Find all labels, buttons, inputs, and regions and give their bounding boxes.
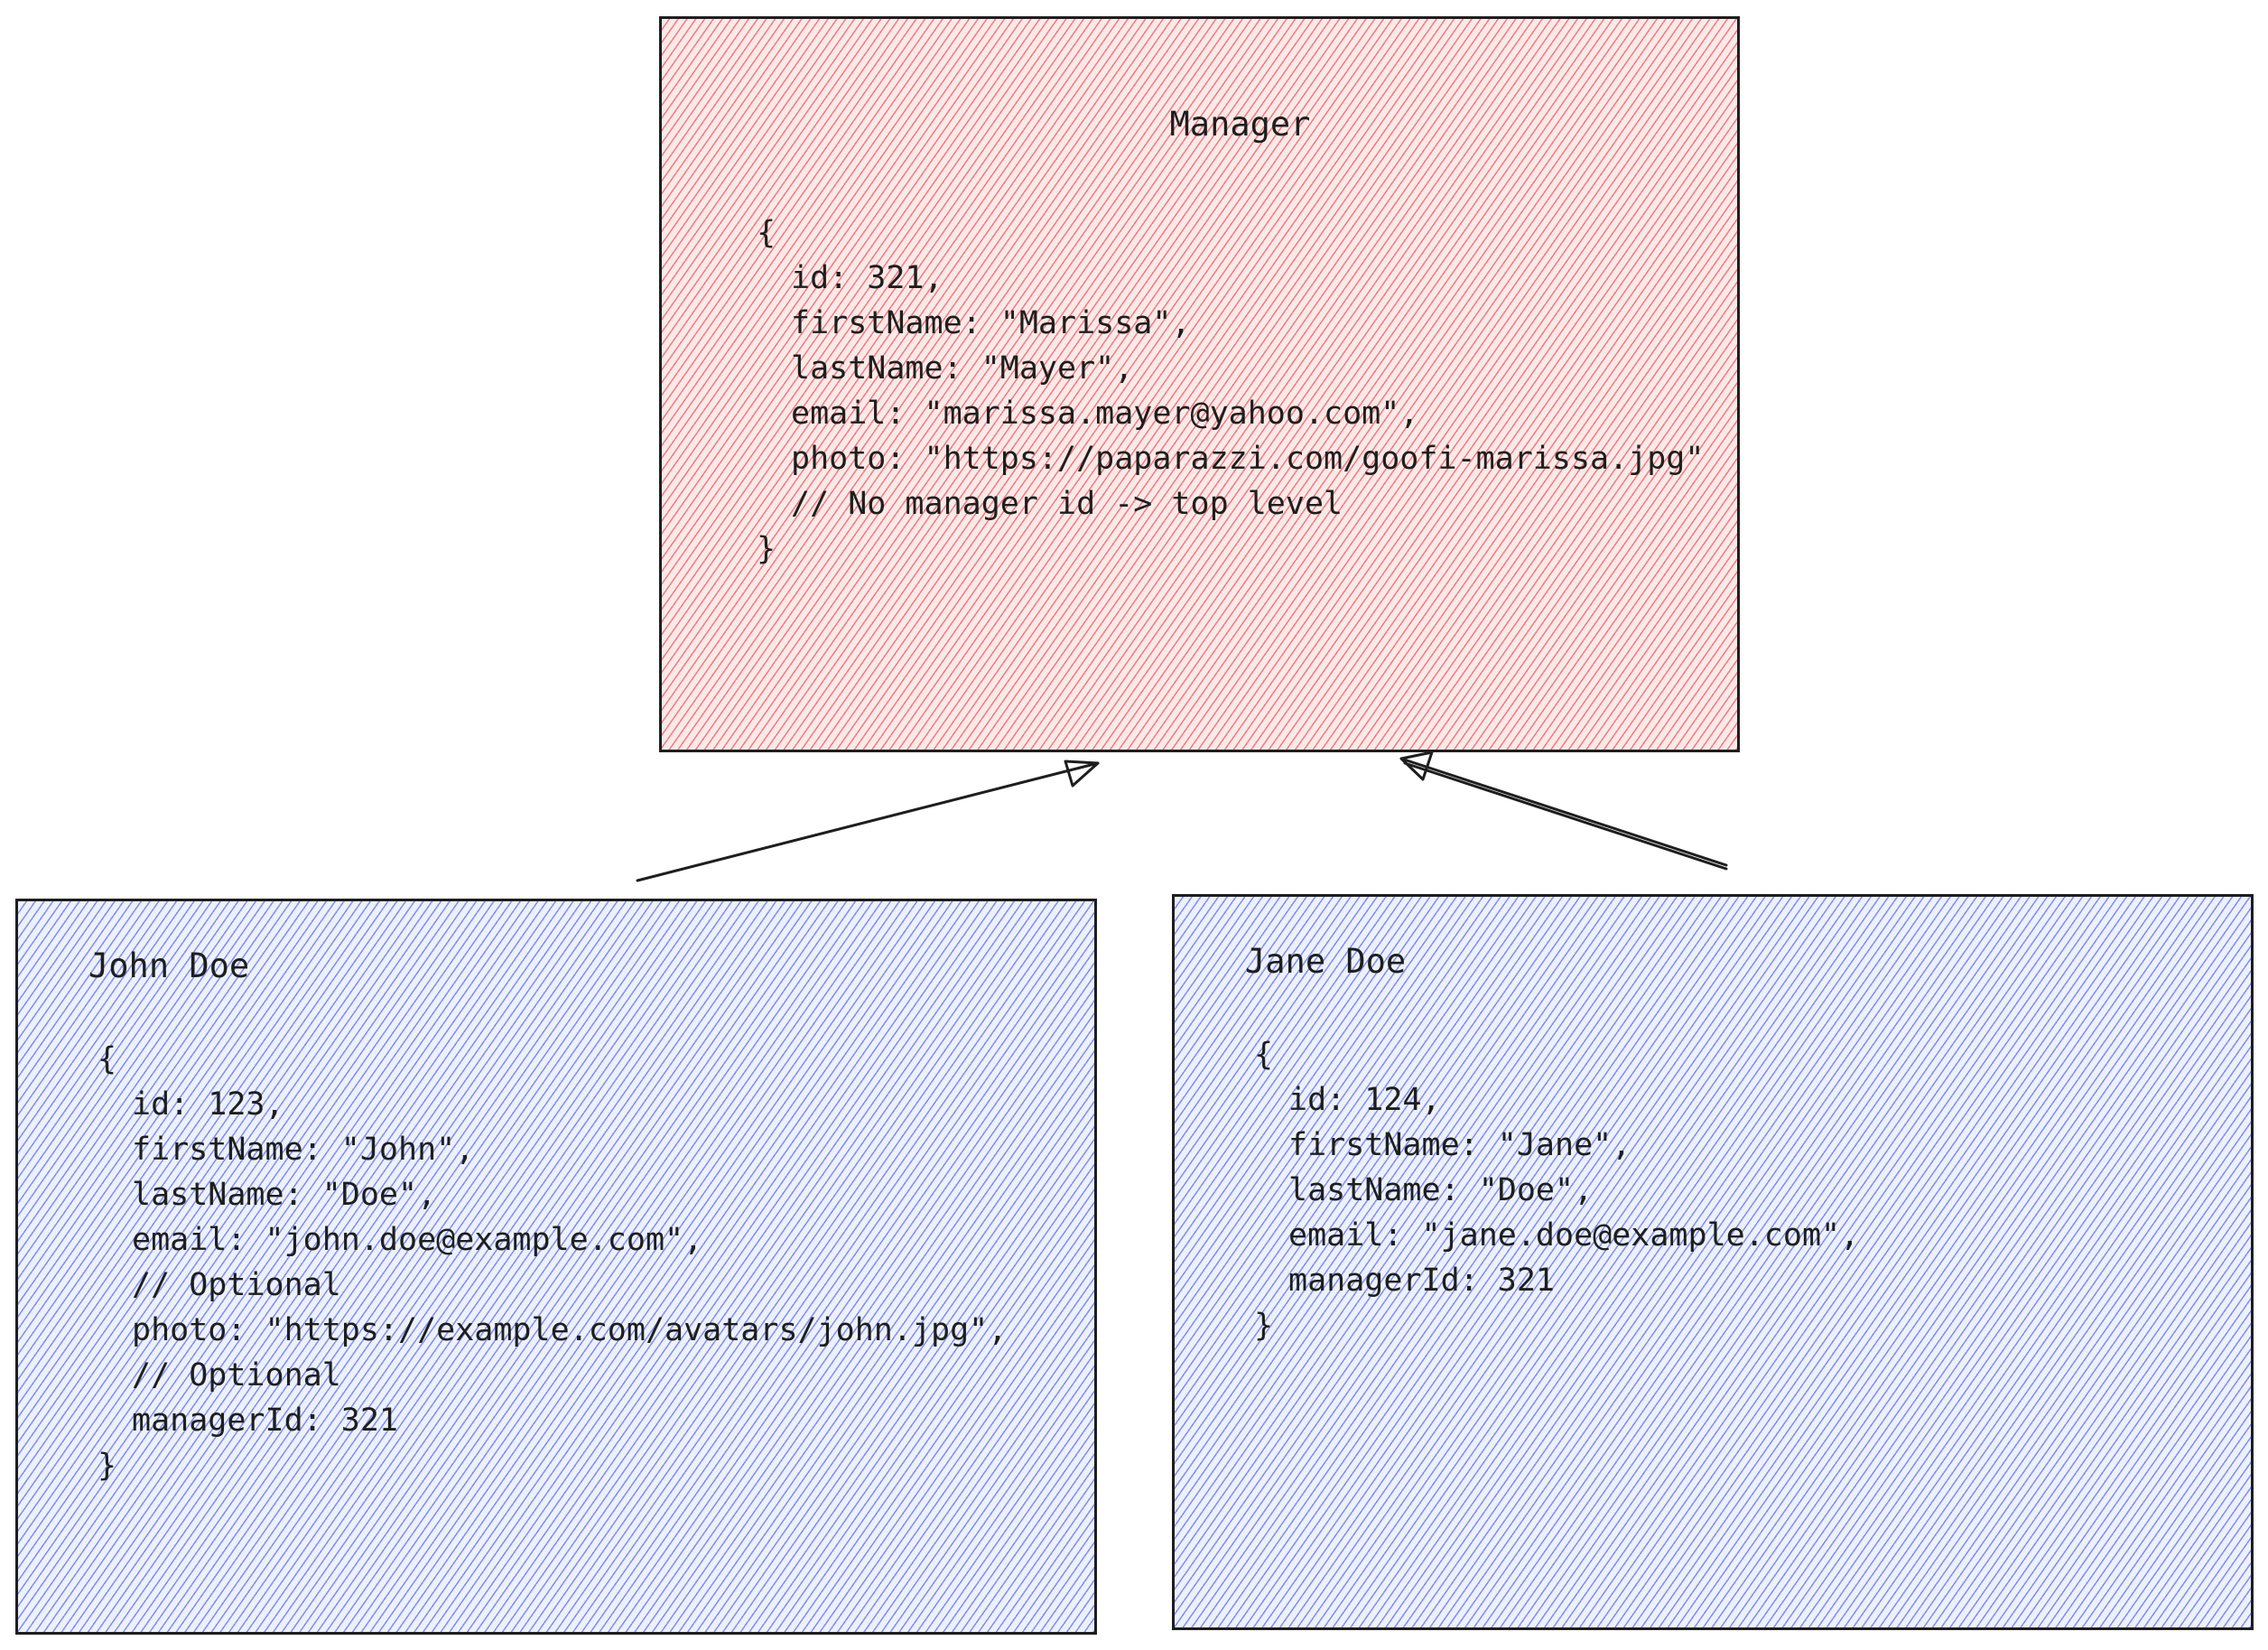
jane-doe-json-block: { id: 124, firstName: "Jane", lastName: … (1254, 1032, 1859, 1348)
manager-field-id: id: 321, (791, 260, 943, 296)
john-field-email: email: "john.doe@example.com", (132, 1222, 703, 1258)
john-field-id: id: 123, (132, 1086, 284, 1123)
manager-card[interactable]: Manager { id: 321, firstName: "Marissa",… (659, 16, 1740, 752)
john-doe-card[interactable]: John Doe { id: 123, firstName: "John", l… (15, 899, 1097, 1635)
manager-json-block: { id: 321, firstName: "Marissa", lastNam… (757, 210, 1704, 572)
edge-john-to-manager-arrowhead (1064, 760, 1100, 788)
manager-field-photo: photo: "https://paparazzi.com/goofi-mari… (791, 441, 1705, 477)
edge-jane-to-manager-secondary-stroke (1403, 761, 1728, 871)
manager-comment: // No manager id -> top level (791, 486, 1343, 522)
manager-card-title: Manager (1169, 105, 1311, 144)
jane-close-brace: } (1254, 1308, 1274, 1344)
manager-field-last-name: lastName: "Mayer", (791, 350, 1134, 387)
john-doe-json-block: { id: 123, firstName: "John", lastName: … (98, 1037, 1007, 1488)
manager-field-first-name: firstName: "Marissa", (791, 305, 1191, 341)
john-comment-optional-photo: // Optional (132, 1267, 341, 1303)
john-close-brace: } (98, 1448, 117, 1484)
manager-open-brace: { (757, 215, 776, 251)
manager-close-brace: } (757, 531, 776, 567)
jane-field-manager-id: managerId: 321 (1288, 1263, 1556, 1299)
john-field-first-name: firstName: "John", (132, 1132, 475, 1168)
jane-doe-card-title: Jane Doe (1245, 942, 1407, 981)
john-doe-card-title: John Doe (88, 946, 250, 985)
jane-field-id: id: 124, (1288, 1082, 1441, 1118)
jane-field-last-name: lastName: "Doe", (1288, 1172, 1594, 1208)
john-field-photo: photo: "https://example.com/avatars/john… (132, 1312, 1008, 1348)
manager-field-email: email: "marissa.mayer@yahoo.com", (791, 396, 1419, 432)
jane-field-first-name: firstName: "Jane", (1288, 1127, 1631, 1163)
edge-jane-to-manager-arrowhead (1399, 750, 1434, 781)
jane-open-brace: { (1254, 1037, 1274, 1073)
edge-john-to-manager (636, 761, 1100, 882)
john-field-manager-id: managerId: 321 (132, 1403, 399, 1439)
john-comment-optional-manager: // Optional (132, 1357, 341, 1394)
edge-jane-to-manager (1399, 757, 1728, 867)
john-field-last-name: lastName: "Doe", (132, 1177, 437, 1213)
jane-doe-card[interactable]: Jane Doe { id: 124, firstName: "Jane", l… (1172, 894, 2254, 1630)
jane-field-email: email: "jane.doe@example.com", (1288, 1217, 1860, 1254)
john-open-brace: { (98, 1041, 117, 1077)
